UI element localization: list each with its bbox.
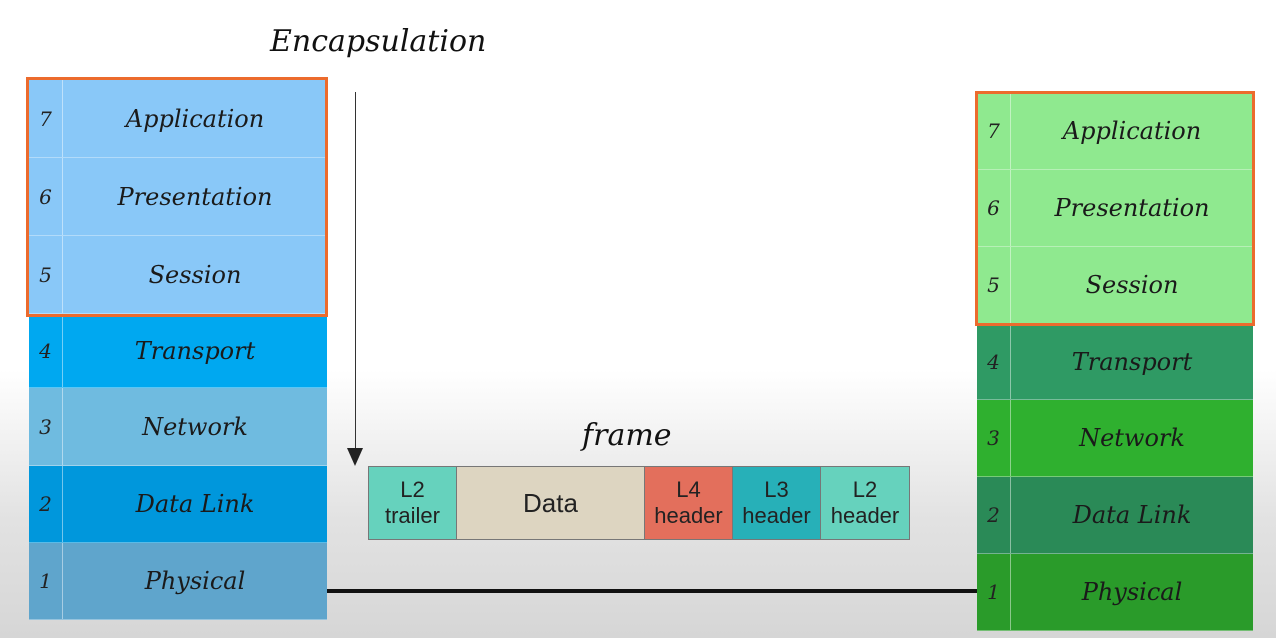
frame-segment-label: L2: [852, 477, 878, 502]
layer-number: 3: [29, 388, 63, 465]
layer-name: Transport: [134, 336, 256, 365]
layer-name: Physical: [144, 567, 246, 595]
left-osi-stack: 7 Application 6 Presentation 5 Session 4 Transp…: [29, 80, 327, 620]
left-layer-2: 2 Data Link: [29, 466, 327, 543]
diagram-title: Encapsulation: [270, 24, 487, 59]
layer-name: Presentation: [1054, 194, 1210, 222]
layer-name: Session: [1085, 271, 1179, 299]
layer-name: Network: [1079, 424, 1185, 452]
layer-number: 3: [977, 400, 1011, 476]
right-layer-1: 1 Physical: [977, 554, 1253, 631]
layer-name: Physical: [1081, 578, 1183, 606]
layer-name: Network: [142, 412, 248, 441]
layer-number: 7: [29, 80, 63, 157]
frame-segment: Data: [457, 467, 645, 539]
left-layer-1: 1 Physical: [29, 543, 327, 620]
frame-label: frame: [582, 418, 672, 453]
right-layer-3: 3 Network: [977, 400, 1253, 477]
right-layer-4: 4 Transport: [977, 324, 1253, 400]
layer-number: 4: [29, 314, 63, 387]
frame-segment-label: L4: [676, 477, 701, 502]
frame-segment-label: L2: [400, 477, 425, 502]
right-layer-5: 5 Session: [977, 247, 1253, 324]
left-layer-7: 7 Application: [29, 80, 327, 158]
frame-segment-label: Data: [523, 488, 578, 518]
layer-number: 1: [977, 554, 1011, 630]
layer-number: 4: [977, 324, 1011, 399]
left-layer-6: 6 Presentation: [29, 158, 327, 236]
right-layer-7: 7 Application: [977, 93, 1253, 170]
layer-name: Data Link: [1072, 501, 1192, 529]
encapsulation-arrow-head-icon: [347, 448, 363, 466]
layer-number: 6: [29, 158, 63, 235]
frame-segment-sublabel: header: [742, 503, 811, 528]
layer-number: 1: [29, 543, 63, 619]
right-layer-6: 6 Presentation: [977, 170, 1253, 247]
frame-segment-label: L3: [764, 477, 789, 502]
right-osi-stack: 7 Application 6 Presentation 5 Session 4 Transp…: [977, 93, 1253, 631]
layer-name: Presentation: [117, 182, 273, 211]
layer-number: 2: [29, 466, 63, 542]
layer-name: Application: [1062, 117, 1202, 145]
layer-number: 5: [29, 236, 63, 313]
layer-name: Data Link: [135, 490, 255, 518]
physical-link-cable: [327, 589, 979, 593]
layer-number: 2: [977, 477, 1011, 553]
layer-name: Session: [148, 260, 242, 289]
left-layer-5: 5 Session: [29, 236, 327, 314]
left-layer-4: 4 Transport: [29, 314, 327, 388]
layer-number: 7: [977, 93, 1011, 169]
left-layer-3: 3 Network: [29, 388, 327, 466]
encapsulation-arrow-line: [355, 92, 356, 450]
layer-name: Application: [125, 104, 265, 133]
frame-segment-sublabel: header: [830, 503, 900, 528]
right-layer-2: 2 Data Link: [977, 477, 1253, 554]
layer-number: 6: [977, 170, 1011, 246]
layer-number: 5: [977, 247, 1011, 323]
frame-segment-sublabel: trailer: [384, 503, 440, 528]
frame-segment-sublabel: header: [654, 503, 723, 528]
layer-name: Transport: [1071, 347, 1193, 376]
